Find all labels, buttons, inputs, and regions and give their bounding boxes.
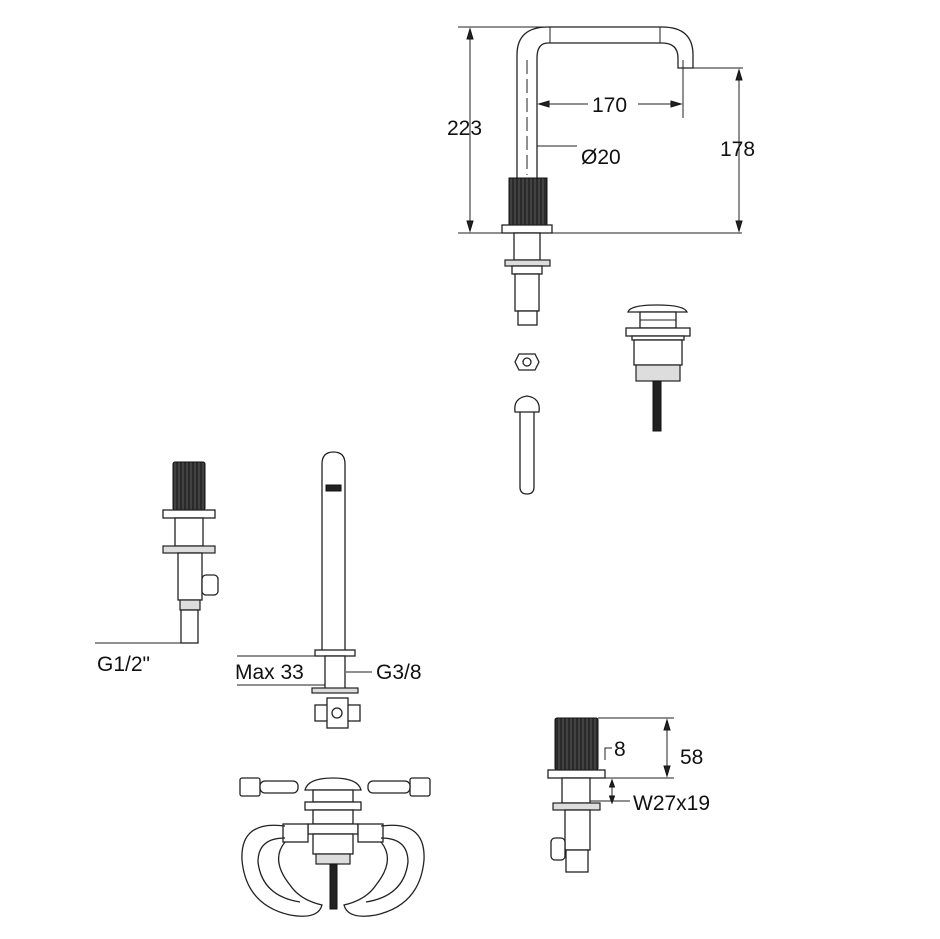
dimension-lines-top bbox=[458, 26, 743, 234]
right-valve bbox=[547, 717, 606, 873]
dimension-223: 223 bbox=[447, 117, 482, 140]
waste-with-hoses bbox=[239, 777, 431, 917]
left-valve bbox=[95, 461, 219, 644]
dimension-8: 8 bbox=[614, 738, 626, 761]
pop-up-waste bbox=[625, 304, 691, 432]
hex-nut-and-bent-pipe bbox=[514, 353, 540, 495]
label-g3-8: G3/8 bbox=[376, 661, 422, 684]
dimension-58: 58 bbox=[680, 746, 703, 769]
dimension-170: 170 bbox=[592, 94, 627, 117]
knurled-handle bbox=[508, 177, 548, 226]
label-g1-2: G1/2" bbox=[97, 653, 150, 676]
dimension-diameter-20: Ø20 bbox=[581, 146, 621, 169]
label-w27x19: W27x19 bbox=[633, 792, 710, 815]
label-max-33: Max 33 bbox=[235, 661, 304, 684]
spout-front-view bbox=[237, 451, 372, 729]
dimension-lines-right-valve bbox=[590, 717, 674, 805]
spout-side-view bbox=[501, 26, 694, 326]
dimension-178: 178 bbox=[720, 138, 755, 161]
